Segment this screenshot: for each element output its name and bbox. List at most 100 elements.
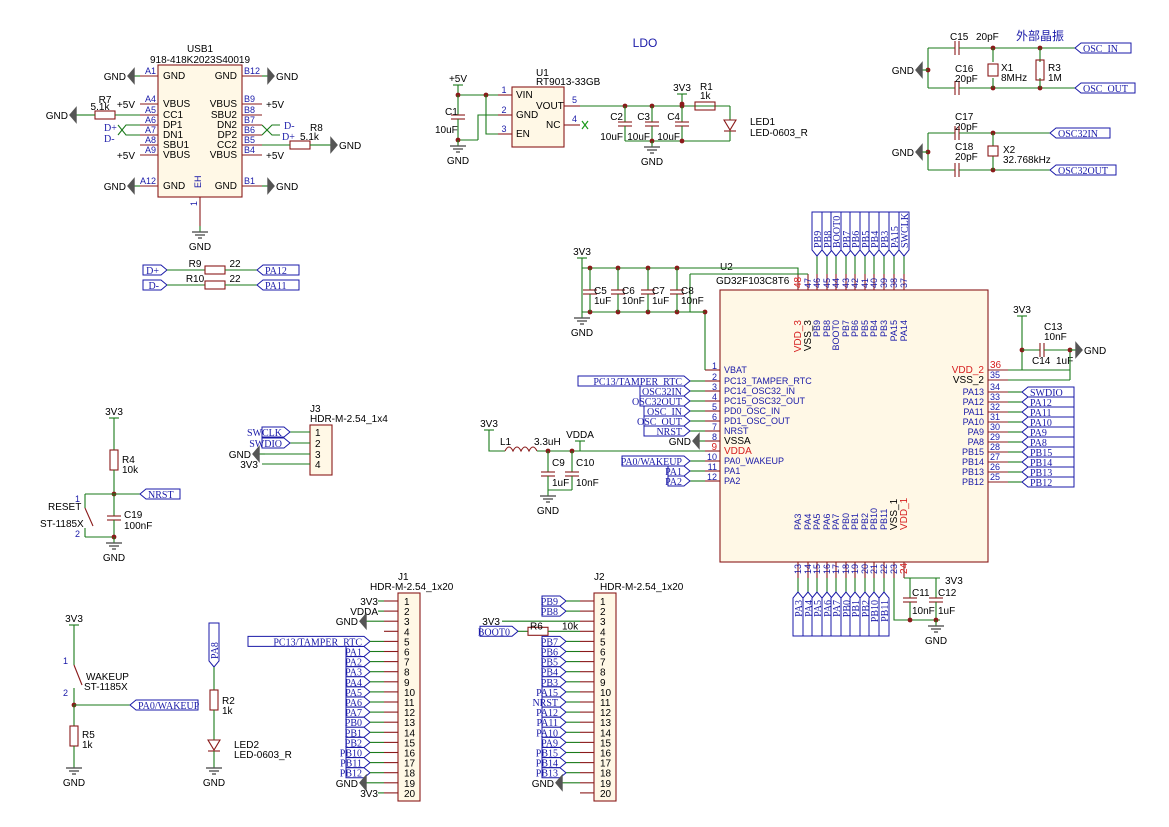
net-flag-icon: [129, 699, 199, 711]
label: PB10: [869, 508, 879, 530]
label: C17: [955, 112, 974, 123]
pin-number: 6: [404, 648, 410, 659]
ground-icon: [267, 177, 275, 195]
wire: [117, 124, 140, 136]
label: C9: [552, 458, 565, 469]
label: 4: [572, 114, 577, 124]
label: WAKEUP: [86, 672, 129, 683]
label: VBUS: [210, 150, 238, 161]
pin-number: 11: [600, 698, 611, 709]
wire: [117, 124, 140, 136]
net-label: PA11: [265, 281, 287, 292]
ground-label: GND: [641, 157, 663, 168]
label: C8: [681, 286, 694, 297]
pin-number: 3: [600, 617, 606, 628]
label: 8: [712, 432, 717, 442]
power-label: 3V3: [480, 419, 498, 430]
label: 16: [822, 564, 832, 574]
net-flag-icon: [849, 211, 861, 257]
label: A9: [145, 145, 156, 155]
label: R8: [310, 123, 323, 134]
net-label: PB9: [541, 597, 558, 608]
ground-label: GND: [892, 66, 914, 77]
wire: [582, 267, 799, 274]
label: PA5: [812, 514, 822, 530]
label: 10nF: [912, 606, 935, 617]
net-flag-icon: [840, 591, 852, 637]
net-label: PA0/WAKEUP: [621, 457, 683, 468]
ground-label: GND: [229, 450, 251, 461]
label: PB13: [962, 467, 984, 477]
net-label: NRST: [656, 427, 682, 438]
pin-number: 19: [600, 779, 612, 790]
ground-icon: [359, 773, 367, 792]
label: 1uF: [552, 478, 569, 489]
label: PA1: [724, 466, 740, 476]
net-label: PA15: [536, 688, 558, 699]
net-flag-icon: [345, 706, 371, 718]
net-flag-icon: [1074, 42, 1132, 54]
label: USB1: [187, 44, 214, 55]
label: HDR-M-2.54_1x20: [600, 582, 684, 593]
label: A5: [145, 105, 156, 115]
ground-icon: [915, 61, 923, 79]
label: 1: [712, 361, 717, 371]
label: DN2: [217, 120, 237, 131]
label: 39: [879, 278, 889, 288]
label: 25: [990, 472, 1000, 482]
label: PA3: [793, 514, 803, 530]
pin-number: 10: [404, 688, 416, 699]
label: 35: [990, 370, 1000, 380]
net-label: PB1: [345, 728, 362, 739]
net-flag-icon: [541, 635, 567, 647]
label: 23: [889, 564, 899, 574]
label: C1: [445, 107, 458, 118]
pin-number: 1: [404, 597, 410, 608]
label: 1k: [700, 91, 712, 102]
ground-icon: [127, 67, 135, 85]
label: PA6: [822, 514, 832, 530]
label: 32.768kHz: [1003, 155, 1051, 166]
net-flag-icon: [868, 211, 880, 257]
label: LED-0603_R: [750, 128, 808, 139]
net-flag-icon: [345, 666, 371, 678]
pin-number: 8: [600, 668, 606, 679]
label: R2: [222, 696, 235, 707]
label: 12: [707, 472, 717, 482]
net-flag-icon: [345, 646, 371, 657]
net-flag-icon: [541, 757, 567, 769]
net-label: PB1: [851, 600, 862, 617]
power-label: +5V: [449, 74, 467, 85]
net-flag-icon: [142, 279, 168, 291]
pin-number: 16: [404, 749, 416, 760]
label: 17: [831, 564, 841, 574]
pin-number: 2: [600, 607, 606, 618]
label: 22: [229, 259, 241, 270]
net-label: PA12: [265, 266, 287, 277]
label: 10uF: [600, 132, 623, 143]
net-label: PB12: [1030, 478, 1052, 489]
pin-number: 5: [600, 637, 606, 648]
net-flag-icon: [1021, 416, 1075, 428]
net-flag-icon: [643, 405, 691, 417]
net-label: SWDIO: [249, 439, 282, 450]
net-label: SWCLK: [900, 212, 911, 248]
net-label: PB15: [1030, 448, 1052, 459]
label: 20: [860, 564, 870, 574]
label: 3V3: [482, 617, 500, 628]
label: 6: [712, 412, 717, 422]
label: 3V3: [240, 460, 258, 471]
net-label: BOOT0: [478, 627, 510, 638]
net-label: PA7: [832, 600, 843, 617]
label: VDDA: [724, 446, 752, 457]
label: B7: [244, 115, 255, 125]
net-flag-icon: [802, 591, 814, 637]
net-label: PB10: [340, 749, 362, 760]
net-flag-icon: [541, 736, 567, 748]
net-flag-icon: [541, 696, 567, 708]
label: LDO: [633, 36, 658, 50]
